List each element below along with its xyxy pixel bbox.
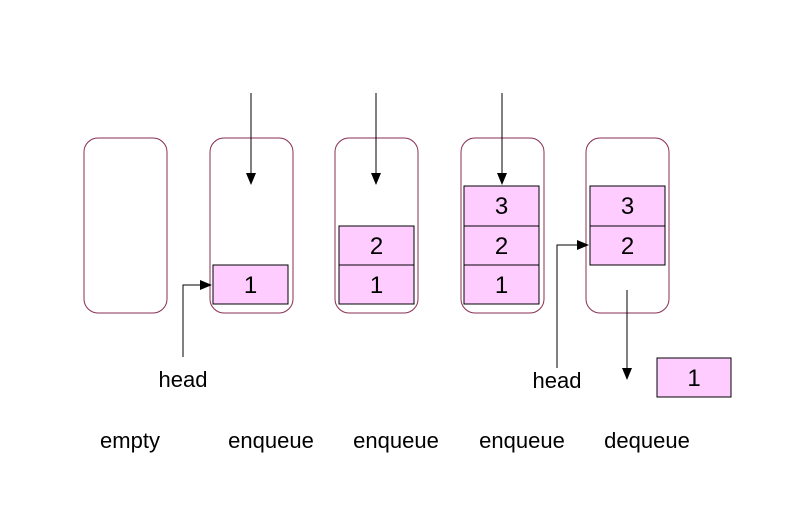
stage-label-enqueue-1: enqueue [228,428,314,453]
cell-s2-1-text: 1 [244,272,257,299]
cell-s4-2 [463,225,540,266]
cell-s4-1-text: 1 [495,272,508,299]
cell-s3-1 [338,264,415,305]
stage-label-enqueue-3: enqueue [479,428,565,453]
head-label-2: head [533,368,582,393]
stage-label-dequeue: dequeue [604,428,690,453]
stage-label-empty: empty [100,428,160,453]
stage-label-enqueue-2: enqueue [353,428,439,453]
head-pointer-1 [182,280,212,357]
cell-s2-1 [212,264,289,305]
cell-s5-2-text: 2 [621,233,634,260]
cell-s4-3-text: 3 [495,193,508,220]
cell-s3-2-text: 2 [370,233,383,260]
cell-s4-3 [463,185,540,227]
cell-s5-3 [589,185,666,227]
dequeued-cell [656,357,732,398]
cell-s3-1-text: 1 [370,272,383,299]
cell-s4-2-text: 2 [495,233,508,260]
container-empty [83,137,168,314]
head-pointer-2 [556,240,589,368]
cell-s4-1 [463,264,540,305]
head-label-1: head [159,367,208,392]
cell-s5-2 [589,225,666,266]
cell-s5-3-text: 3 [621,193,634,220]
dequeued-cell-text: 1 [687,365,700,392]
